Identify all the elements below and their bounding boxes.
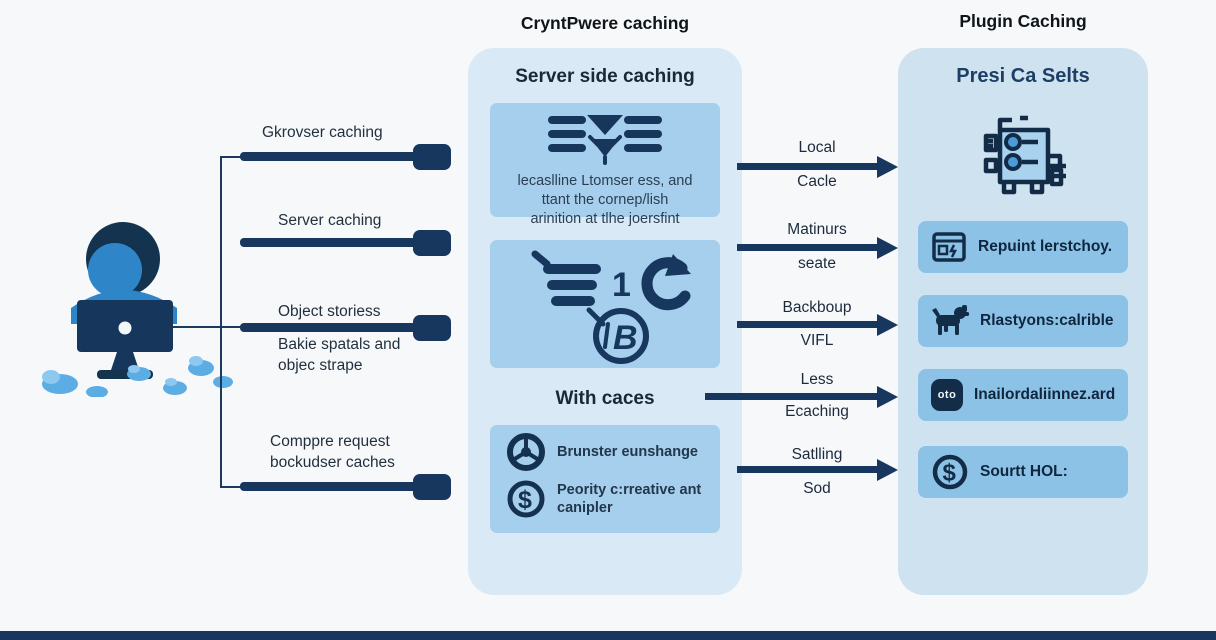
branch-pill — [413, 315, 451, 341]
arrow-head-icon — [877, 386, 898, 408]
bottom-bar — [0, 631, 1216, 640]
dog-icon — [931, 304, 969, 338]
branch-line — [240, 238, 422, 247]
branch-vertical-connector — [220, 156, 222, 488]
badge-text: oto — [931, 379, 963, 411]
arrow-head-icon — [877, 459, 898, 481]
branch-pill — [413, 474, 451, 500]
wheel-icon — [507, 433, 545, 471]
arrow-label-above: Local — [798, 139, 836, 156]
branch-pill — [413, 230, 451, 256]
arrow-head-icon — [877, 314, 898, 336]
right-item: Repuint lerstchoy. — [918, 221, 1128, 273]
right-header: Plugin Caching — [959, 11, 1087, 31]
branch-sublabel-line: Bakie spatals and — [278, 336, 401, 353]
box3-row-text: Brunster eunshange — [557, 444, 698, 460]
branch-stub-bottom — [220, 486, 246, 488]
right-item-text: Sourtt HOL: — [980, 463, 1068, 480]
person-face-icon — [88, 243, 142, 297]
monitor-dot-icon — [118, 321, 132, 335]
dollar-icon: $ — [507, 480, 545, 518]
person-at-computer-illustration — [42, 222, 233, 397]
right-item: Rlastyons:calrible — [918, 295, 1128, 347]
arrow-label-above: Backboup — [782, 299, 852, 316]
center-panel-title: Server side caching — [515, 66, 695, 87]
branch-label: Object storiess — [278, 303, 381, 320]
right-item: $ Sourtt HOL: — [918, 446, 1128, 498]
branch-pill — [413, 144, 451, 170]
arrow-label-above: Less — [800, 371, 834, 388]
branch-line — [240, 152, 422, 161]
browser-icon — [931, 230, 967, 264]
right-item-text: Inailordaliinnez.ard — [974, 386, 1116, 403]
arrow-head-icon — [877, 156, 898, 178]
branch-line — [240, 482, 422, 491]
branch-sublabel-line: objec strape — [278, 357, 363, 374]
arrow-label-below: Ecaching — [785, 403, 849, 420]
box3-row: Brunster eunshange — [506, 432, 720, 472]
circled-b-icon: B — [593, 308, 649, 364]
arrow-line — [737, 163, 879, 170]
box1-text-line: arinition at tlhe joersfint — [530, 211, 680, 227]
one-glyph: 1 — [612, 266, 631, 304]
arrow-label-below: Sod — [803, 480, 831, 497]
branch-label: Comppre request bockudser caches — [270, 431, 395, 473]
arrow-label-below: VIFL — [800, 332, 834, 349]
box3-row-text: Peority c:rreative ant canipler — [557, 481, 701, 517]
svg-text:$: $ — [518, 486, 532, 514]
center-subtitle: With caces — [555, 388, 655, 409]
arrow-line — [737, 466, 879, 473]
arrow-label-above: Satlling — [791, 446, 843, 463]
box3-row-text-line: Peority c:rreative ant — [557, 482, 702, 498]
b-glyph: B — [613, 319, 638, 357]
cart-icon — [531, 250, 601, 306]
branch-line — [240, 323, 422, 332]
clouds-icon — [42, 356, 233, 397]
right-panel-title: Presi Ca Selts — [956, 65, 1090, 87]
server-side-caching-panel: Server side caching lecaslline Ltomser e… — [468, 48, 742, 595]
plugin-caching-panel: Presi Ca Selts — [898, 48, 1148, 595]
box3-row-text-line: canipler — [557, 500, 613, 516]
box1-text-line: lecaslline Ltomser ess, and — [517, 173, 693, 189]
server-rack-icon — [983, 115, 1066, 195]
arrow-label-below: Cacle — [797, 173, 837, 190]
envelope-lines-icon — [548, 115, 662, 165]
arrow-line — [737, 321, 879, 328]
arrow-label-above: Matinurs — [787, 221, 847, 238]
right-item-text: Rlastyons:calrible — [980, 312, 1114, 329]
branch-sublabel: Bakie spatals and objec strape — [278, 334, 400, 376]
right-item: oto Inailordaliinnez.ard — [918, 369, 1128, 421]
arrow-label-below: seate — [798, 255, 836, 272]
branch-label: Server caching — [278, 212, 382, 229]
cart-refresh-b-icons: 1 B — [531, 250, 691, 364]
branch-stub-top — [220, 156, 246, 158]
refresh-icon — [641, 254, 691, 311]
branch-label: Gkrovser caching — [262, 124, 383, 141]
badge-icon: oto — [931, 379, 963, 411]
center-box-1: lecaslline Ltomser ess, and ttant the co… — [490, 103, 720, 227]
center-box-3: Brunster eunshange $ Peority c:rreative … — [490, 425, 720, 533]
center-box-2: 1 B — [490, 240, 720, 368]
monitor-connector-line — [173, 326, 246, 328]
arrow-head-icon — [877, 237, 898, 259]
arrow-line — [737, 244, 879, 251]
box1-text-line: ttant the cornep/lish — [541, 192, 669, 208]
dollar-icon: $ — [931, 453, 969, 491]
box3-row: $ Peority c:rreative ant canipler — [506, 479, 720, 519]
branch-label-line: bockudser caches — [270, 454, 395, 471]
branch-label-line: Comppre request — [270, 433, 390, 450]
arrow-line — [705, 393, 879, 400]
center-header: CryntPwere caching — [520, 13, 690, 33]
svg-text:$: $ — [943, 460, 957, 487]
right-item-text: Repuint lerstchoy. — [978, 238, 1113, 255]
